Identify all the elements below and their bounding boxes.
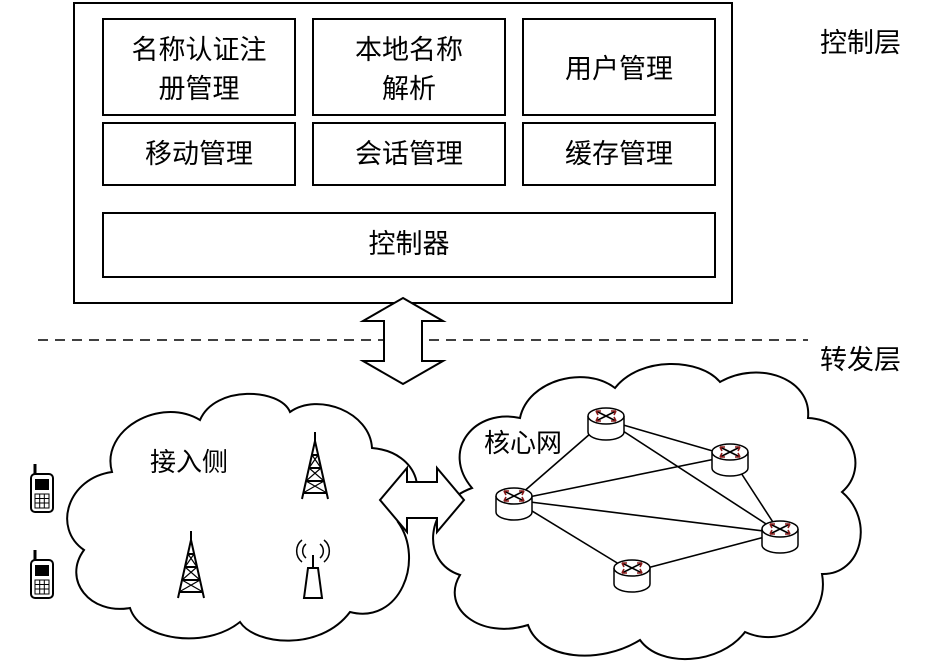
module-label-line1: 名称认证注 [132, 35, 267, 66]
wifi-access-point-icon [295, 539, 331, 599]
router-icon [711, 443, 749, 477]
core-network-label: 核心网 [484, 429, 562, 459]
module-label: 会话管理 [355, 139, 463, 170]
access-core-double-arrow-icon [378, 465, 466, 535]
router-icon [587, 407, 625, 441]
core-network-cloud [432, 363, 862, 660]
core-links [513, 419, 781, 573]
router-icon [495, 487, 533, 521]
control-layer-label: 控制层 [820, 28, 901, 59]
router-icon [613, 559, 651, 593]
module-label: 缓存管理 [565, 139, 673, 170]
forwarding-layer-label: 转发层 [820, 345, 901, 376]
access-side-label: 接入侧 [150, 448, 228, 478]
module-label-line1: 本地名称 [355, 35, 463, 66]
module-local-name-resolution: 本地名称 解析 [312, 18, 506, 116]
module-label: 用户管理 [565, 54, 673, 85]
module-cache-management: 缓存管理 [522, 122, 716, 186]
controller-box: 控制器 [102, 212, 716, 278]
mobile-phone-icon [29, 548, 55, 600]
mobile-phone-icon [29, 462, 55, 514]
access-side-cloud [66, 392, 419, 642]
module-label: 移动管理 [145, 139, 253, 170]
module-label-line2: 册管理 [159, 74, 240, 105]
module-name-auth-registration: 名称认证注 册管理 [102, 18, 296, 116]
module-label-line2: 解析 [382, 74, 436, 105]
module-mobility-management: 移动管理 [102, 122, 296, 186]
module-session-management: 会话管理 [312, 122, 506, 186]
controller-label: 控制器 [369, 229, 450, 260]
router-icon [761, 520, 799, 554]
control-forwarding-double-arrow-icon [359, 296, 447, 386]
module-user-management: 用户管理 [522, 18, 716, 116]
